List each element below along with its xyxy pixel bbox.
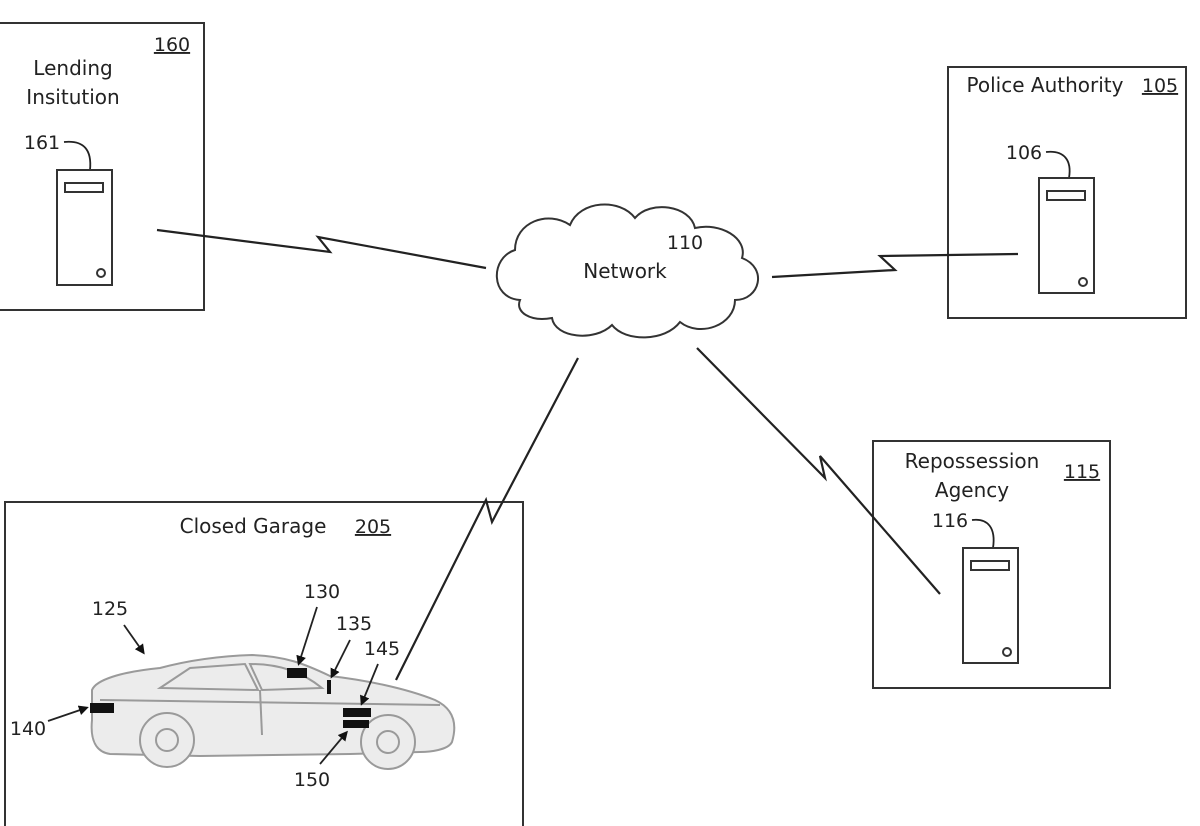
vehicle-wheel-rear xyxy=(139,712,195,768)
lending-server-icon xyxy=(56,169,113,286)
police-authority-ref: 105 xyxy=(1142,75,1178,97)
lending-institution-title-line2: Insitution xyxy=(26,85,119,109)
closed-garage-ref: 205 xyxy=(355,516,391,538)
component-135-arrow xyxy=(330,639,351,679)
component-130 xyxy=(287,668,307,678)
component-145-arrow xyxy=(360,663,379,706)
police-authority-node: Police Authority 105 106 xyxy=(947,66,1187,319)
vehicle-beltline xyxy=(99,699,441,706)
vehicle-window xyxy=(156,662,260,692)
police-server-icon xyxy=(1038,177,1095,294)
component-145-ref: 145 xyxy=(364,638,400,660)
link-network-vehicle xyxy=(395,357,579,681)
component-140 xyxy=(90,703,114,713)
vehicle-hub-front xyxy=(376,730,400,754)
component-150 xyxy=(343,720,369,728)
lending-institution-title-line1: Lending xyxy=(33,56,112,80)
component-130-arrow xyxy=(296,606,318,666)
vehicle-wheel-front xyxy=(360,714,416,770)
link-police-network xyxy=(771,252,1019,279)
repo-server-leader xyxy=(971,518,995,549)
police-server-leader xyxy=(1045,150,1071,179)
repossession-agency-title-line1: Repossession xyxy=(905,449,1040,473)
link-network-repo xyxy=(696,347,941,595)
vehicle xyxy=(90,653,456,770)
lending-server-ref: 161 xyxy=(24,132,60,154)
network-ref: 110 xyxy=(667,232,703,254)
repo-server-icon xyxy=(962,547,1019,664)
component-150-ref: 150 xyxy=(294,769,330,791)
vehicle-ref: 125 xyxy=(92,598,128,620)
vehicle-hub-rear xyxy=(155,728,179,752)
component-135 xyxy=(327,680,331,694)
police-server-ref: 106 xyxy=(1006,142,1042,164)
network-title: Network xyxy=(583,259,667,283)
network-node: Network 110 xyxy=(495,203,759,339)
component-150-arrow xyxy=(319,730,348,765)
repossession-agency-ref: 115 xyxy=(1064,461,1100,483)
repo-server-ref: 116 xyxy=(932,510,968,532)
component-135-ref: 135 xyxy=(336,613,372,635)
closed-garage-title: Closed Garage xyxy=(180,514,327,538)
link-lending-network xyxy=(156,228,487,270)
component-145 xyxy=(343,708,371,717)
vehicle-ref-arrow xyxy=(123,624,145,655)
network-cloud xyxy=(495,203,759,339)
lending-server-leader xyxy=(63,140,92,171)
lending-institution-node: Lending Insitution 160 161 xyxy=(0,22,205,311)
component-140-ref: 140 xyxy=(10,718,46,740)
vehicle-door-line xyxy=(259,689,263,736)
repossession-agency-node: Repossession Agency 115 116 xyxy=(872,440,1111,689)
component-130-ref: 130 xyxy=(304,581,340,603)
component-140-arrow xyxy=(47,705,89,722)
lending-institution-ref: 160 xyxy=(154,34,190,56)
repossession-agency-title-line2: Agency xyxy=(935,478,1009,502)
police-authority-title: Police Authority xyxy=(967,73,1124,97)
